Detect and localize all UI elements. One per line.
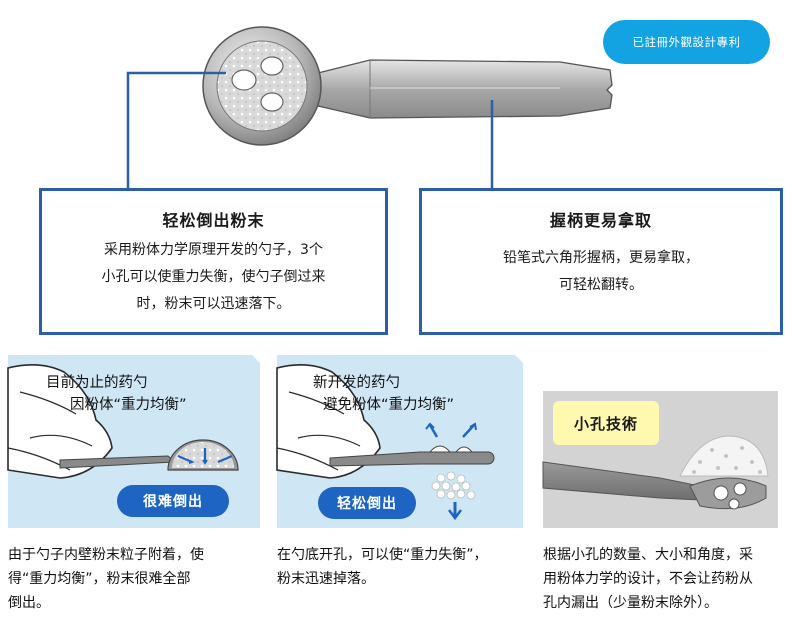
patent-badge: 已註冊外觀設計專利 xyxy=(603,20,770,64)
caption-line: 在勺底开孔，可以使“重力失衡”， xyxy=(277,547,488,563)
feature-body: 铅笔式六角形握柄，更易拿取， 可轻松翻转。 xyxy=(422,245,780,299)
pill-easy-to-pour: 轻松倒出 xyxy=(318,487,416,519)
feature-box-easy-grip: 握柄更易拿取 铅笔式六角形握柄，更易拿取， 可轻松翻转。 xyxy=(419,188,783,335)
caption-line: 由于勺子内壁粉末粒子附着，使 xyxy=(8,547,204,563)
feature-line: 可轻松翻转。 xyxy=(559,277,643,293)
spoon-top-illustration xyxy=(202,26,613,146)
feature-body: 采用粉体力学原理开发的勺子，3个 小孔可以使重力失衡，使勺子倒过来 时，粉末可以… xyxy=(42,237,385,318)
panel-conventional-spoon xyxy=(7,355,260,528)
caption-line: 根据小孔的数量、大小和角度，采 xyxy=(543,547,753,563)
caption-line: 孔内漏出（少量粉末除外）。 xyxy=(543,595,718,611)
feature-line: 时，粉末可以迅速落下。 xyxy=(136,296,291,312)
connector-line-left xyxy=(126,71,226,188)
caption-new: 在勺底开孔，可以使“重力失衡”， 粉末迅速掉落。 xyxy=(277,543,488,591)
caption-small-hole: 根据小孔的数量、大小和角度，采 用粉体力学的设计，不会让药粉从 孔内漏出（少量粉… xyxy=(543,543,753,615)
panel-label-line: 避免粉体“重力均衡” xyxy=(323,397,455,413)
feature-line: 铅笔式六角形握柄，更易拿取， xyxy=(503,250,699,266)
panel-new-spoon xyxy=(276,355,523,528)
panel-label-line: 目前为止的药勺 xyxy=(46,375,148,391)
pill-hard-to-pour: 很难倒出 xyxy=(117,485,229,517)
panel-label-line: 新开发的药勺 xyxy=(313,375,400,391)
feature-title: 轻松倒出粉末 xyxy=(162,211,265,230)
panel-label-line: 因粉体“重力均衡” xyxy=(70,397,187,413)
caption-line: 得“重力均衡”，粉末很难全部 xyxy=(8,571,191,587)
panel-label-new: 新开发的药勺 避免粉体“重力均衡” xyxy=(313,372,454,416)
caption-line: 倒出。 xyxy=(8,595,50,611)
caption-line: 粉末迅速掉落。 xyxy=(277,571,375,587)
small-hole-tag: 小孔技術 xyxy=(553,401,659,445)
feature-title: 握柄更易拿取 xyxy=(549,211,652,230)
feature-box-easy-pour: 轻松倒出粉末 采用粉体力学原理开发的勺子，3个 小孔可以使重力失衡，使勺子倒过来… xyxy=(39,188,388,335)
caption-line: 用粉体力学的设计，不会让药粉从 xyxy=(543,571,753,587)
feature-line: 采用粉体力学原理开发的勺子，3个 xyxy=(104,242,323,258)
feature-line: 小孔可以使重力失衡，使勺子倒过来 xyxy=(101,269,326,285)
caption-conventional: 由于勺子内壁粉末粒子附着，使 得“重力均衡”，粉末很难全部 倒出。 xyxy=(8,543,204,615)
panel-label-conventional: 目前为止的药勺 因粉体“重力均衡” xyxy=(46,372,187,416)
